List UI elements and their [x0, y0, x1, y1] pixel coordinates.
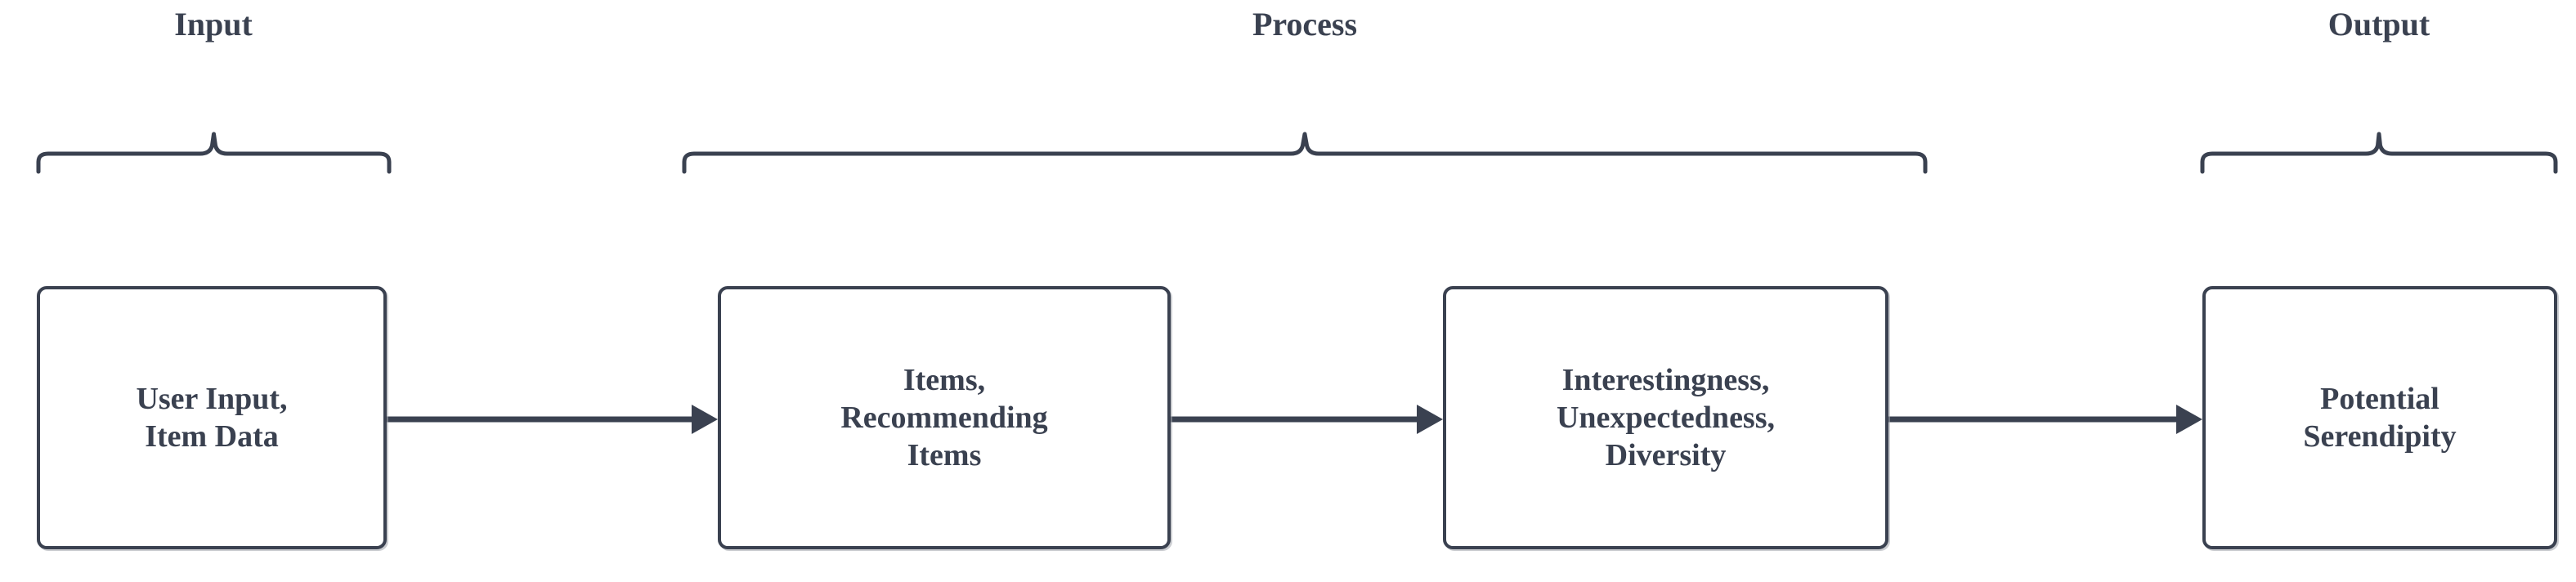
group-label-process: Process — [1252, 6, 1358, 43]
brace-input — [36, 132, 392, 174]
node-label-potential-serendipity: Potential Serendipity — [2303, 382, 2457, 454]
brace-process — [682, 132, 1928, 174]
edge-input-to-items — [387, 405, 718, 434]
node-user-input-item-data[interactable]: User Input, Item Data — [37, 286, 387, 549]
node-potential-serendipity[interactable]: Potential Serendipity — [2202, 286, 2557, 549]
brace-output — [2200, 132, 2558, 174]
node-interestingness-unexpectedness-diversity[interactable]: Interestingness, Unexpectedness, Diversi… — [1443, 286, 1888, 549]
node-items-recommending-items[interactable]: Items, Recommending Items — [718, 286, 1171, 549]
group-label-input: Input — [174, 6, 253, 43]
node-label-user-input-item-data: User Input, Item Data — [136, 382, 288, 454]
node-label-items-recommending-items: Items, Recommending Items — [840, 363, 1048, 472]
edge-metrics-to-serendipity — [1888, 405, 2202, 434]
node-label-interestingness-unexpectedness-diversity: Interestingness, Unexpectedness, Diversi… — [1556, 363, 1776, 472]
edge-items-to-metrics — [1171, 405, 1443, 434]
group-label-output: Output — [2327, 6, 2430, 43]
